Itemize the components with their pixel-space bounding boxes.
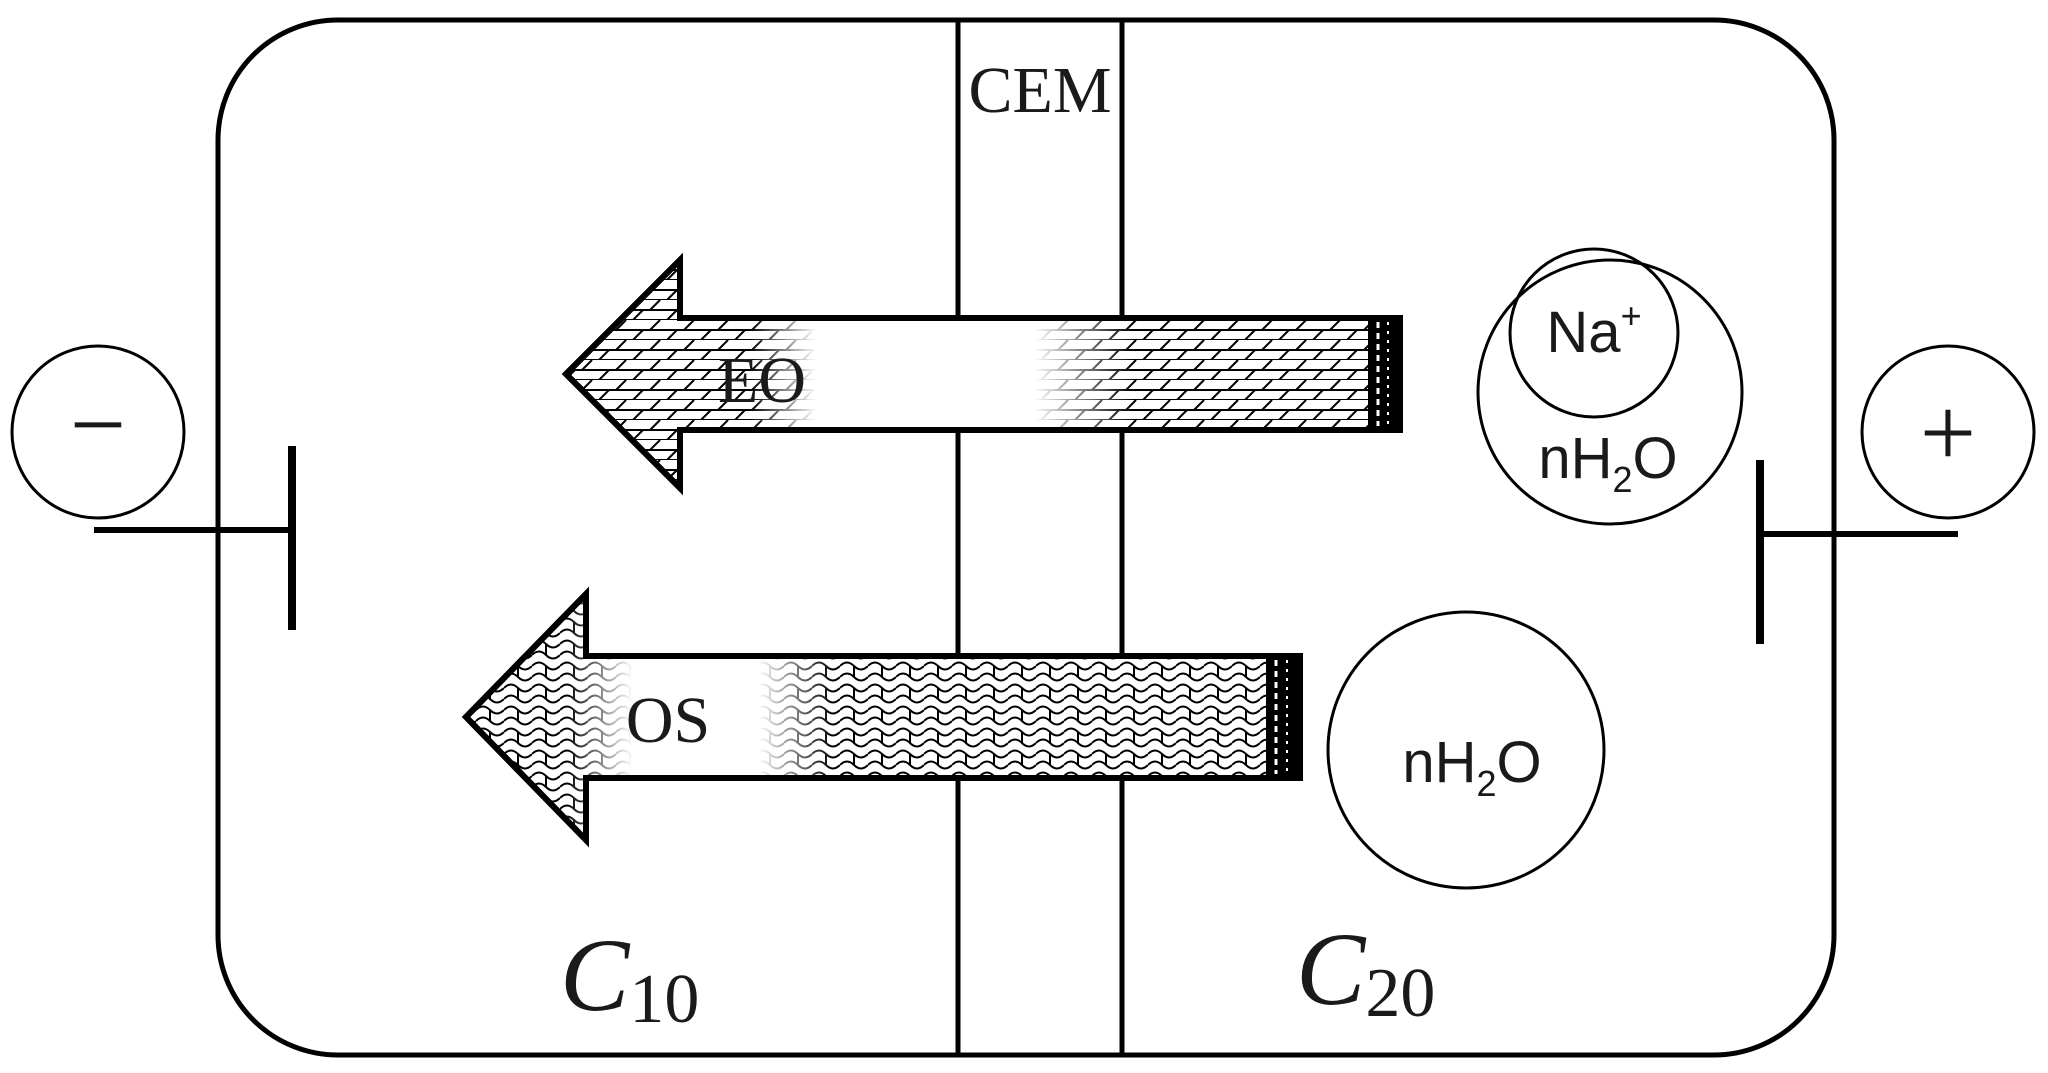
electro-osmosis-arrow (561, 252, 1403, 496)
eo-arrow-label: EO (718, 344, 806, 417)
osmotic-water-label: nH2O (1402, 730, 1541, 804)
cation-exchange-membrane (955, 20, 1125, 1055)
osmotic-water-circle (1326, 610, 1606, 890)
hydration-water-label: nH2O (1538, 426, 1677, 500)
sodium-ion-label: Na+ (1546, 295, 1641, 365)
cell-outline (215, 17, 1837, 1058)
osmosis-arrow (461, 586, 1303, 848)
positive-electrode (1756, 460, 1958, 644)
concentration-left-label: C10 (560, 918, 699, 1038)
negative-electrode (94, 446, 296, 630)
negative-terminal-circle (10, 344, 186, 520)
positive-sign-icon: + (1920, 377, 1976, 488)
sodium-ion-circle (1508, 247, 1680, 419)
membrane-label: CEM (968, 54, 1111, 127)
positive-terminal-circle (1860, 344, 2036, 520)
os-arrow-label: OS (626, 684, 710, 757)
concentration-right-label: C20 (1296, 912, 1435, 1032)
hydration-shell-circle (1476, 258, 1744, 526)
negative-sign-icon: − (70, 369, 126, 480)
